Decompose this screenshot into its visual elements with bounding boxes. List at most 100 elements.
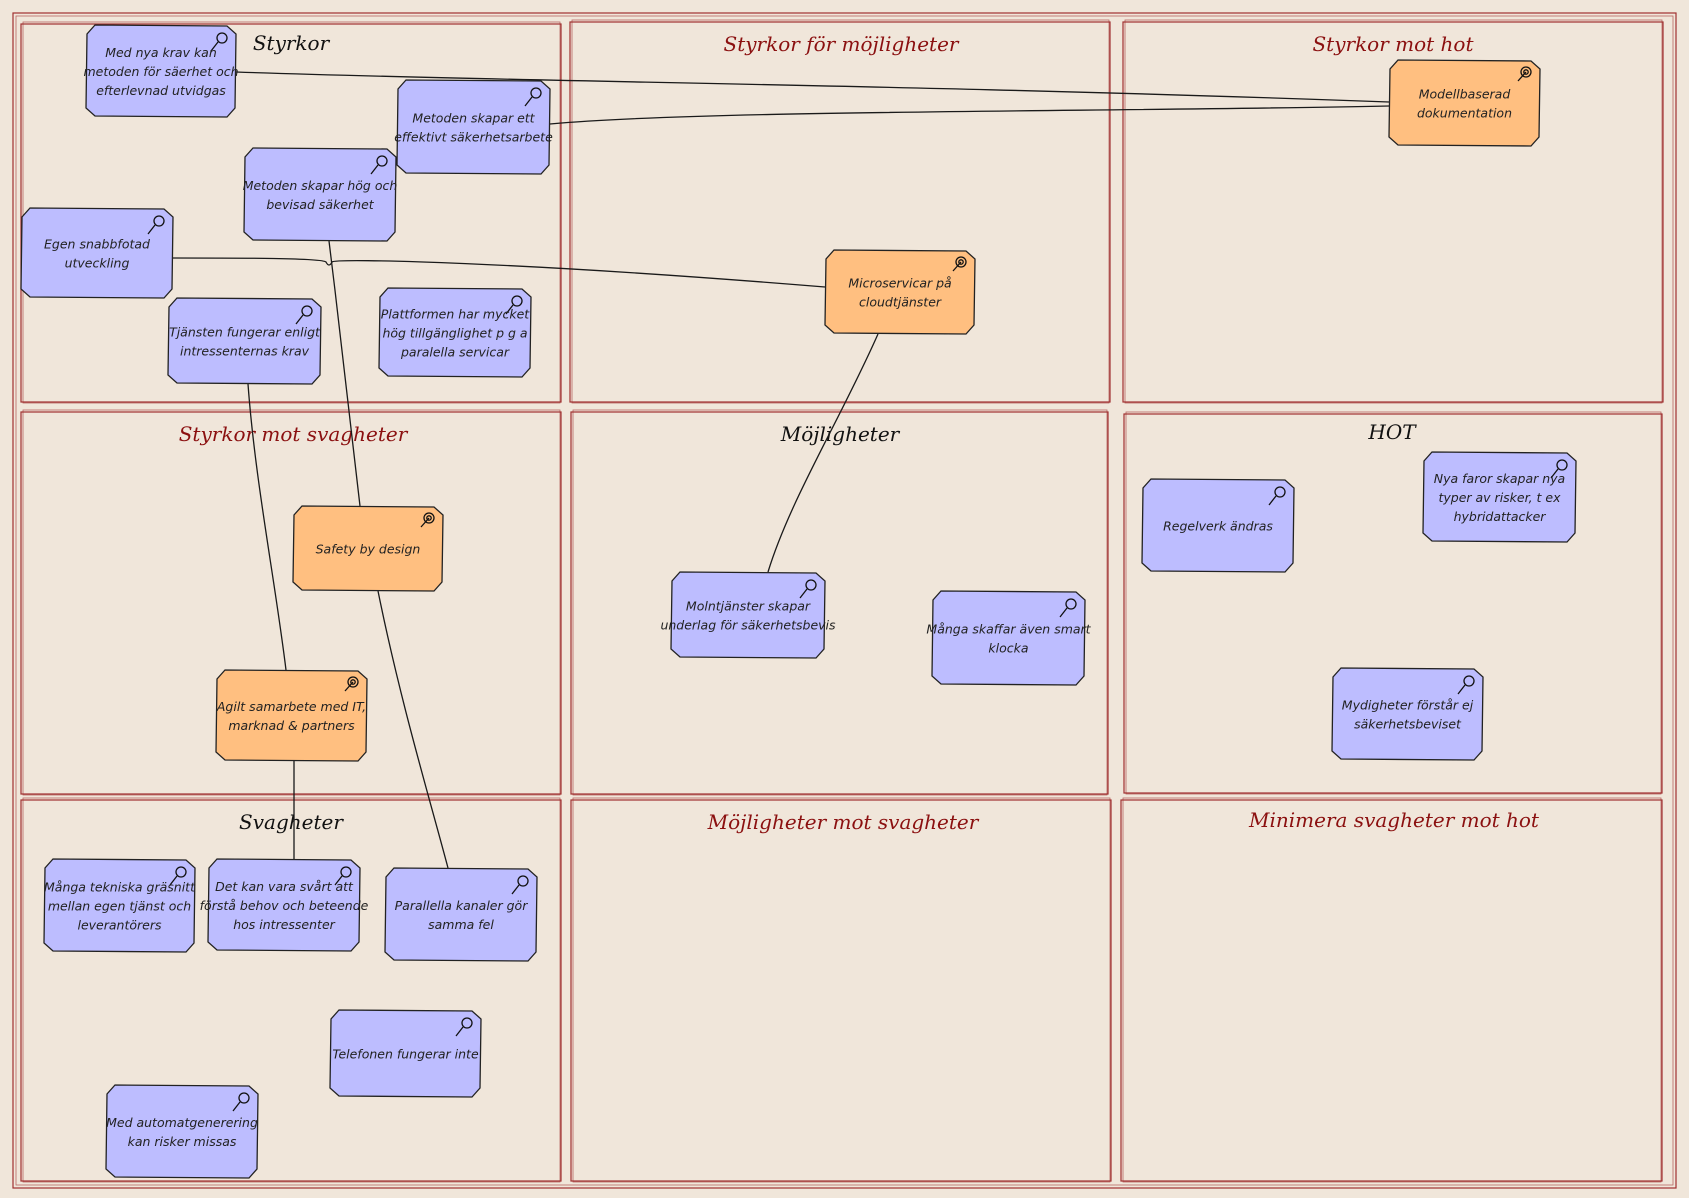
assessment-pin-icon: [169, 866, 187, 886]
note-box: [824, 249, 976, 335]
quadrant-title: Möjligheter mot svagheter: [707, 810, 980, 834]
quadrant-frame: [20, 23, 562, 403]
outer-frame: [12, 12, 1677, 1189]
note-text-line: leverantörers: [77, 918, 161, 933]
quadrant-frame-sketch: [22, 409, 561, 796]
quadrant-title: Möjligheter: [780, 422, 901, 446]
note-box: [1388, 59, 1541, 147]
note-text-line: Telefonen fungerar inte: [332, 1047, 479, 1062]
note-box: [396, 79, 551, 175]
connection-n8-n11[interactable]: [767, 333, 879, 573]
quadrant-title: Styrkor för möjligheter: [724, 32, 960, 56]
quadrant-c11: Möjligheter: [570, 409, 1109, 796]
note-n13[interactable]: Regelverk ändras: [1141, 478, 1295, 573]
note-box: [43, 858, 196, 953]
note-text-line: hög tillgänglighet p g a: [382, 326, 527, 341]
note-text-line: säkerhetsbeviset: [1354, 717, 1462, 732]
note-box: [215, 669, 368, 762]
note-box: [20, 207, 174, 299]
connection-n5-n10[interactable]: [247, 383, 287, 671]
note-text-line: klocka: [988, 641, 1028, 656]
note-box: [292, 505, 444, 592]
note-text-line: dokumentation: [1417, 106, 1512, 121]
note-text-line: Parallella kanaler gör: [395, 898, 529, 913]
connection-n9-n18[interactable]: [377, 590, 449, 869]
note-text-line: Tjänsten fungerar enligt: [169, 325, 321, 340]
note-n9[interactable]: Safety by design: [292, 505, 444, 592]
note-text-line: Med nya krav kan: [105, 45, 217, 60]
connections-layer: [172, 71, 1390, 869]
assessment-pin-icon: [1059, 598, 1077, 618]
note-text-line: Safety by design: [316, 542, 421, 557]
note-text-line: intressenternas krav: [180, 344, 310, 359]
quadrant-title: Styrkor mot hot: [1312, 32, 1474, 56]
note-n4[interactable]: Egen snabbfotad utveckling: [20, 207, 174, 299]
quadrant-c02: Styrkor mot hot: [1122, 19, 1664, 404]
note-box: [670, 571, 826, 659]
note-text-line: marknad & partners: [228, 718, 355, 733]
note-text-line: typer av risker, t ex: [1438, 490, 1561, 505]
connection-n2-n7[interactable]: [549, 105, 1390, 125]
quadrant-title: Styrkor mot svagheter: [179, 422, 409, 446]
assessment-pin-icon: [455, 1017, 473, 1037]
connection-n4-n8[interactable]: [172, 257, 826, 288]
goal-target-icon: [1517, 66, 1532, 82]
note-text-line: Med automatgenerering: [106, 1115, 258, 1130]
quadrant-frame-sketch: [1124, 19, 1663, 404]
assessment-pin-icon: [210, 32, 228, 52]
assessment-pin-icon: [232, 1092, 250, 1112]
quadrant-frame: [20, 799, 562, 1182]
quadrant-c21: Möjligheter mot svagheter: [570, 797, 1112, 1183]
quadrant-frame-sketch: [1125, 411, 1662, 795]
note-text-line: Plattformen har mycket: [381, 307, 530, 322]
quadrant-c22: Minimera svagheter mot hot: [1120, 797, 1663, 1183]
note-text-line: Egen snabbfotad: [44, 237, 150, 252]
quadrant-c00: Styrkor: [20, 21, 562, 404]
note-box: [85, 24, 237, 118]
connection-n1-n7[interactable]: [235, 71, 1390, 103]
note-text-line: Mydigheter förstår ej: [1342, 698, 1474, 713]
quadrant-frame-sketch: [572, 797, 1111, 1183]
note-n14[interactable]: Nya faror skapar nya typer av risker, t e…: [1422, 451, 1577, 543]
quadrant-c20: Svagheter: [20, 797, 562, 1183]
assessment-pin-icon: [799, 579, 817, 599]
note-n10[interactable]: Agilt samarbete med IT, marknad & partner…: [215, 669, 368, 762]
connection-n3-n9[interactable]: [328, 240, 361, 507]
quadrant-frame-sketch: [571, 19, 1110, 404]
note-text-line: utveckling: [65, 256, 130, 271]
note-box: [167, 297, 322, 385]
note-text-line: kan risker missas: [128, 1134, 237, 1149]
note-box: [329, 1009, 482, 1098]
goal-target-icon: [420, 512, 435, 528]
assessment-pin-icon: [295, 305, 313, 325]
outer-frame-inner: [15, 15, 1674, 1186]
quadrant-frame-sketch: [22, 21, 561, 404]
quadrant-frame: [1123, 413, 1663, 794]
note-text-line: Nya faror skapar nya: [1434, 471, 1565, 486]
assessment-pin-icon: [505, 295, 523, 315]
note-n15[interactable]: Mydigheter förstår ej säkerhetsbeviset: [1331, 667, 1484, 761]
note-text-line: Metoden skapar hög och: [243, 178, 398, 193]
note-n5[interactable]: Tjänsten fungerar enligt intressenternas …: [167, 297, 322, 385]
note-box: [378, 287, 532, 378]
assessment-pin-icon: [1268, 486, 1286, 506]
note-text-line: metoden för säerhet och: [83, 64, 238, 79]
note-n6[interactable]: Plattformen har mycket hög tillgänglighet…: [378, 287, 532, 378]
note-n19[interactable]: Telefonen fungerar inte: [329, 1009, 482, 1098]
note-n20[interactable]: Med automatgenerering kan risker missas: [105, 1084, 259, 1179]
note-text-line: Agilt samarbete med IT,: [216, 699, 366, 714]
note-text-line: underlag för säkerhetsbevis: [660, 618, 836, 633]
quadrant-frame: [1122, 21, 1664, 403]
quadrant-frame-sketch: [22, 797, 561, 1183]
note-box: [243, 147, 397, 242]
